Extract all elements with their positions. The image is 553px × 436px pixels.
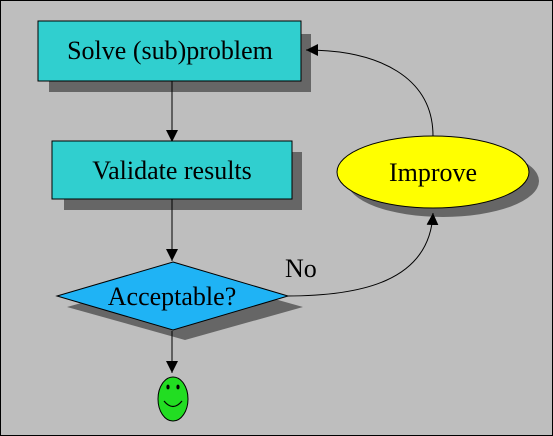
validate-label: Validate results [92, 156, 252, 185]
acceptable-label: Acceptable? [108, 282, 236, 311]
no-edge-label: No [285, 254, 317, 283]
validate-results-node: Validate results [51, 140, 293, 200]
improve-label: Improve [389, 158, 477, 187]
acceptable-diamond [55, 261, 290, 331]
validate-box [51, 140, 293, 200]
solve-box [37, 20, 302, 82]
smiley-face-circle [157, 376, 189, 422]
smiley-face-icon [157, 376, 189, 422]
edge-acceptable-to-improve [285, 212, 439, 297]
improve-node: Improve [336, 135, 530, 209]
smiley-mouth [163, 400, 183, 408]
improve-ellipse [336, 135, 530, 209]
edge-improve-to-solve [305, 44, 434, 137]
solve-subproblem-node: Solve (sub)problem [37, 20, 302, 82]
acceptable-decision-node: Acceptable? [55, 261, 290, 331]
smiley-right-eye [176, 384, 180, 390]
smiley-left-eye [166, 384, 170, 390]
edges [166, 44, 439, 373]
solve-label: Solve (sub)problem [67, 36, 273, 65]
